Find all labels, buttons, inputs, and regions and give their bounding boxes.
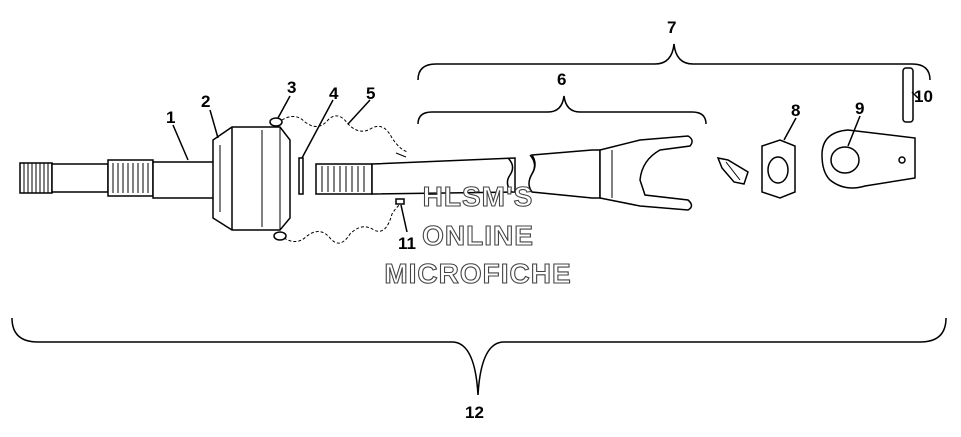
part-6-drive-shaft — [315, 135, 693, 211]
callout-8: 8 — [791, 101, 800, 120]
callout-4: 4 — [329, 84, 339, 103]
leader-lines — [172, 91, 919, 233]
watermark-line-3: MICROFICHE — [384, 258, 571, 289]
callout-2: 2 — [201, 92, 210, 111]
part-9-yoke — [821, 129, 916, 189]
callout-12: 12 — [465, 403, 484, 422]
part-3-clamps — [269, 117, 287, 241]
braces — [11, 43, 947, 396]
part-4-ring — [298, 157, 304, 195]
callout-7: 7 — [667, 18, 676, 37]
watermark: HLSM'S ONLINE MICROFICHE — [384, 180, 571, 289]
watermark-line-1: HLSM'S — [423, 181, 534, 212]
part-10-pin — [902, 67, 914, 123]
callout-10: 10 — [914, 87, 933, 106]
callout-3: 3 — [287, 78, 296, 97]
callout-labels: 1 2 3 4 5 6 7 8 9 10 11 12 — [166, 18, 933, 422]
part-11-key — [395, 152, 407, 205]
watermark-line-2: ONLINE — [422, 220, 534, 251]
part-8-u-joint — [716, 139, 796, 199]
part-1-shaft — [19, 159, 216, 199]
callout-11: 11 — [398, 234, 416, 253]
callout-6: 6 — [557, 70, 566, 89]
part-2-housing — [212, 126, 291, 231]
callout-1: 1 — [166, 108, 175, 127]
callout-5: 5 — [366, 84, 375, 103]
callout-9: 9 — [855, 99, 864, 118]
